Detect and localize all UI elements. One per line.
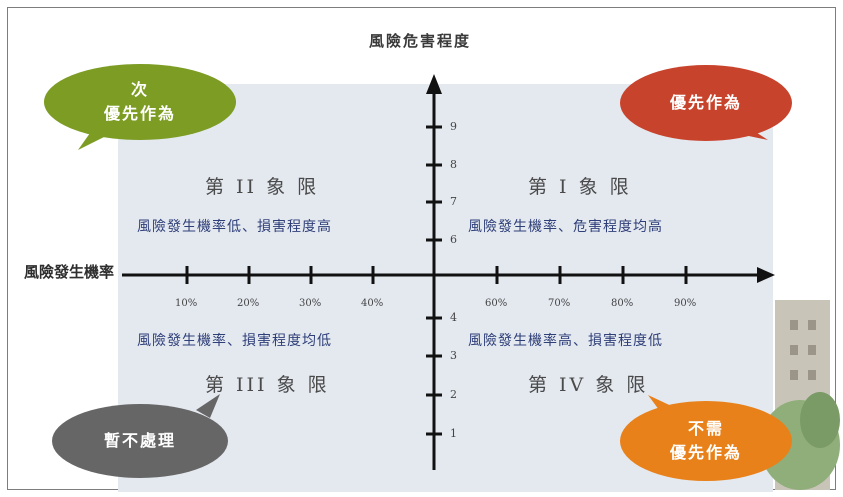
bubble-top-left-line1: 次	[130, 80, 149, 99]
x-tick-label: 40%	[361, 298, 384, 309]
bubble-bottom-left-line1: 暫不處理	[103, 431, 176, 450]
y-tick-label: 9	[450, 120, 457, 133]
quadrant-4-title: 第 IV 象 限	[528, 374, 649, 396]
x-tick-label: 80%	[611, 298, 634, 309]
quadrant-3-title: 第 III 象 限	[205, 374, 330, 396]
bubble-top-left	[44, 64, 236, 150]
y-tick-label: 2	[450, 388, 457, 401]
y-tick-label: 1	[450, 427, 457, 440]
x-tick-label: 20%	[237, 298, 260, 309]
bubble-top-right-text: 優先作為	[624, 91, 788, 115]
y-tick-label: 4	[450, 311, 457, 324]
bubble-bottom-left-text: 暫不處理	[58, 429, 222, 453]
bubble-top-right	[620, 65, 792, 141]
quadrant-2-title: 第 II 象 限	[205, 176, 320, 198]
quadrant-4-desc: 風險發生機率高、損害程度低	[468, 333, 663, 349]
x-tick-label: 70%	[548, 298, 571, 309]
y-tick-label: 8	[450, 158, 457, 171]
bubble-top-right-line1: 優先作為	[669, 93, 742, 112]
x-tick-label: 10%	[175, 298, 198, 309]
bubble-bottom-right-line1: 不需	[687, 419, 724, 438]
bubble-bottom-right	[620, 395, 792, 481]
chart-title: 風險危害程度	[368, 32, 472, 50]
quadrant-1-desc: 風險發生機率、危害程度均高	[468, 219, 663, 235]
y-tick-label: 6	[450, 233, 457, 246]
bubble-top-left-line2: 優先作為	[103, 104, 176, 123]
quadrant-2-desc: 風險發生機率低、損害程度高	[137, 219, 332, 235]
quadrant-3-desc: 風險發生機率、損害程度均低	[137, 333, 332, 349]
x-tick-label: 60%	[485, 298, 508, 309]
y-axis-arrowhead	[426, 74, 442, 94]
bubble-bottom-right-line2: 優先作為	[669, 443, 742, 462]
bubble-bottom-right-text: 不需 優先作為	[624, 417, 788, 465]
quadrant-1-title: 第 I 象 限	[528, 176, 632, 198]
x-tick-label: 90%	[674, 298, 697, 309]
x-axis-arrowhead	[757, 267, 775, 283]
bubble-top-left-text: 次 優先作為	[58, 78, 222, 126]
bubble-bottom-left	[52, 394, 228, 478]
y-tick-label: 3	[450, 349, 457, 362]
x-tick-label: 30%	[299, 298, 322, 309]
y-tick-label: 7	[450, 195, 457, 208]
x-axis-title: 風險發生機率	[24, 263, 115, 281]
